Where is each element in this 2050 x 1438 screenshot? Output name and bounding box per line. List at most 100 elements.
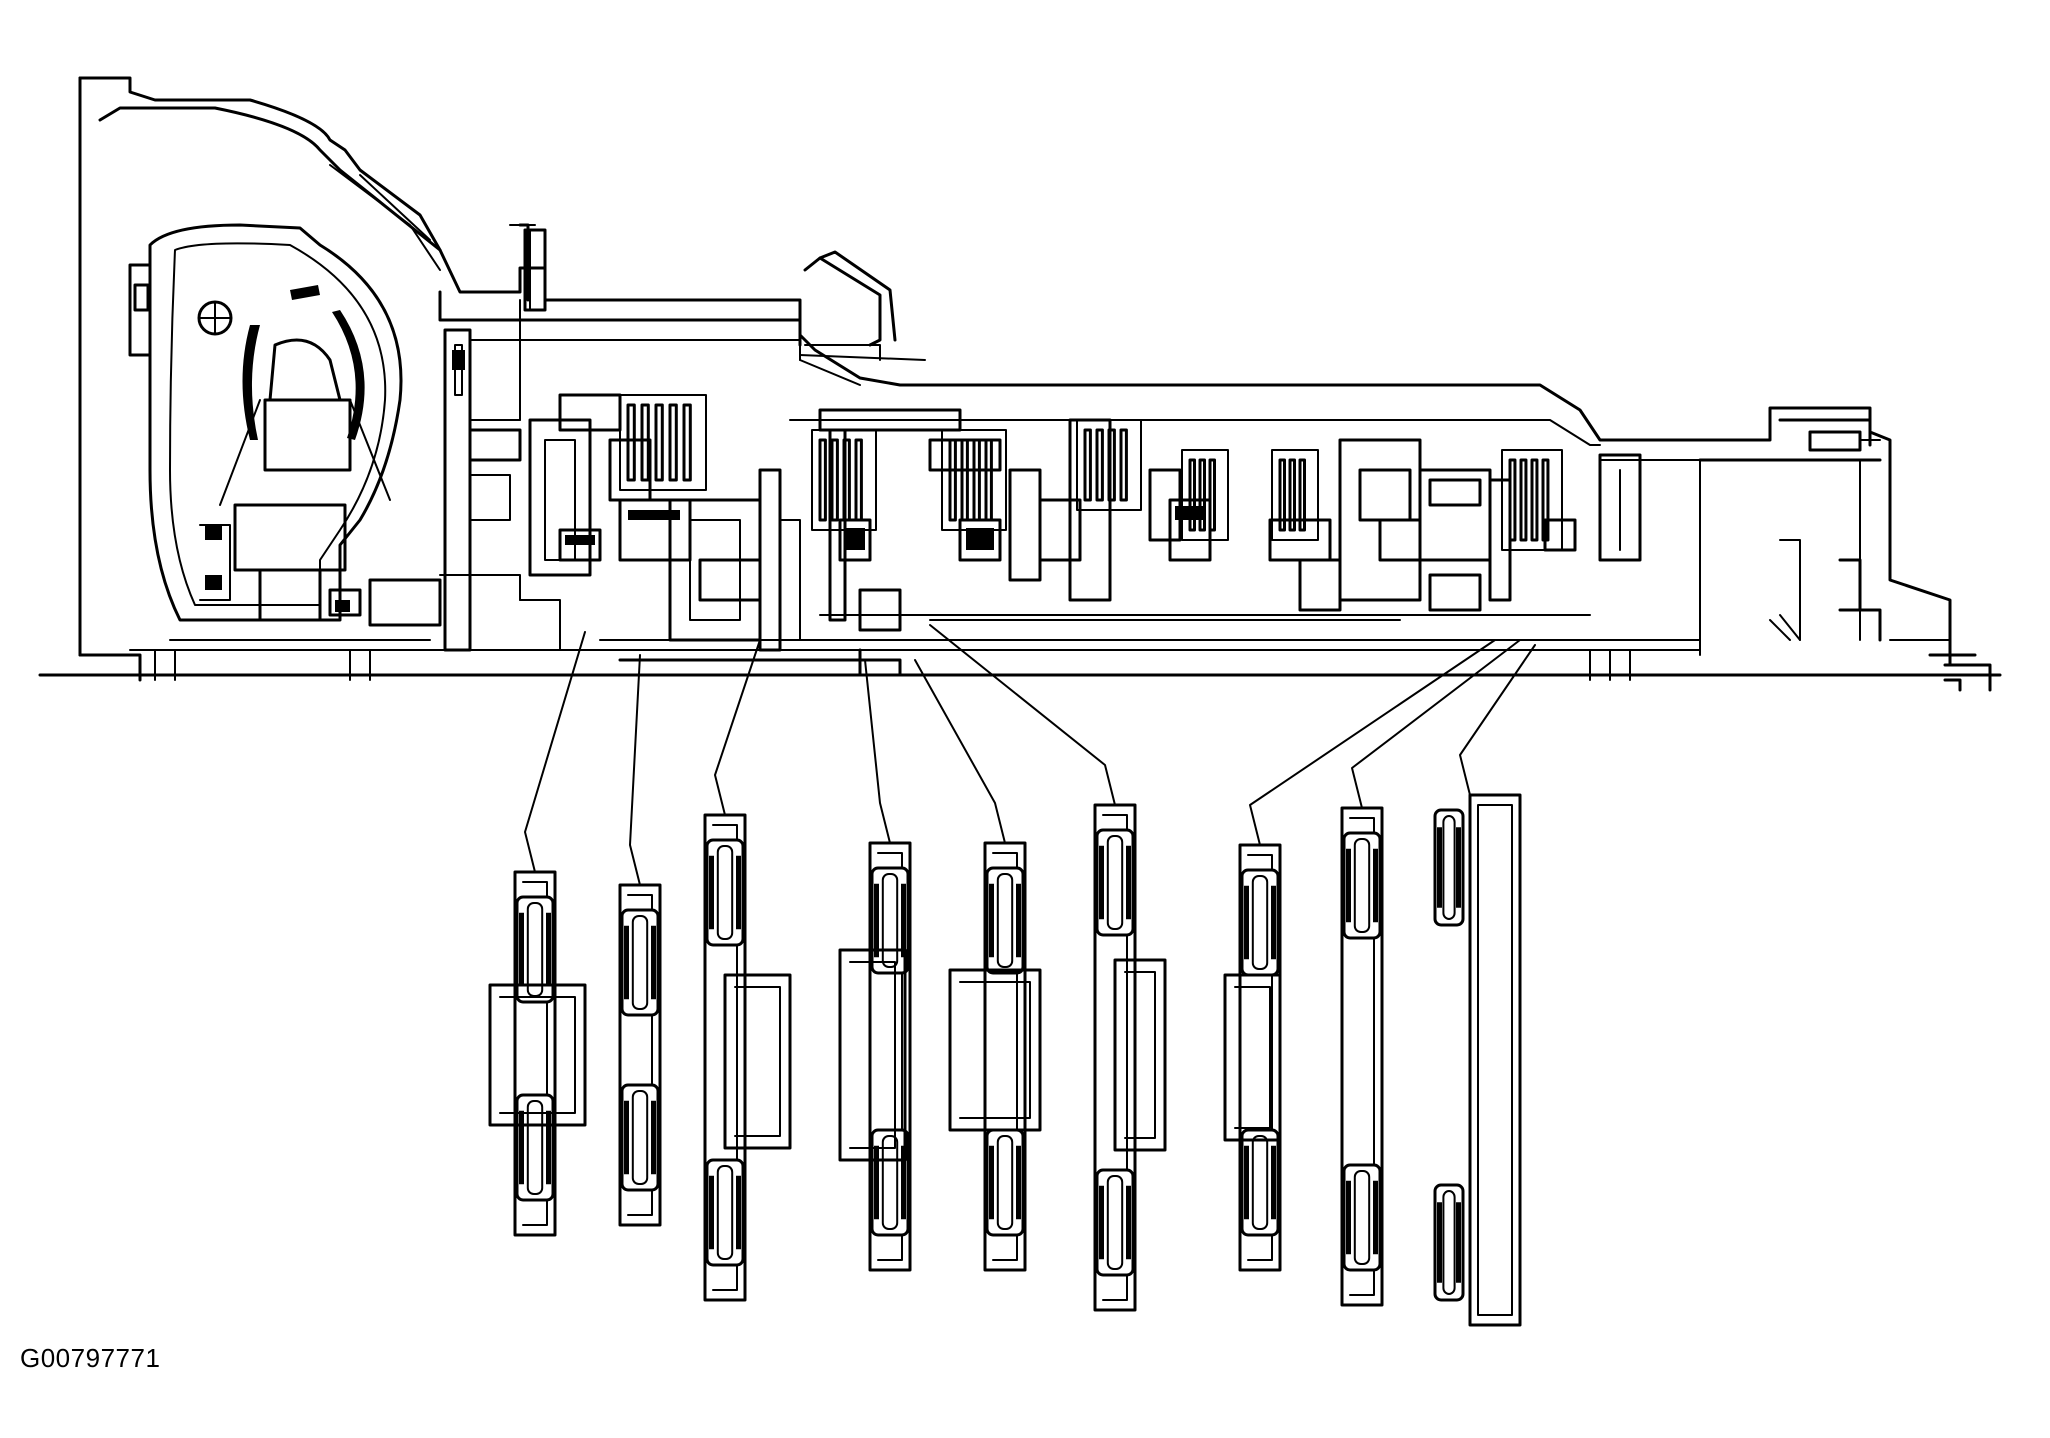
bearing-hub: [838, 948, 907, 1162]
bearing-callout-7: [1223, 843, 1282, 1272]
bearing-roller: [996, 873, 1014, 968]
bearing-roller: [631, 915, 649, 1010]
outer-race: [1093, 803, 1137, 1312]
leader-line-6: [929, 624, 1116, 806]
bearing-race: [705, 1158, 745, 1267]
clutch-plate: [668, 403, 678, 482]
linkage-top: [509, 223, 926, 361]
bearing-callout-3: [703, 813, 792, 1302]
bearing-race: [870, 866, 910, 975]
clutch-plate: [1119, 428, 1128, 502]
clutch-plate: [960, 438, 969, 522]
bearing-race: [985, 866, 1025, 975]
clutch-plate: [1278, 458, 1286, 532]
bearing-roller: [1442, 815, 1456, 920]
bearing-callout-4: [838, 841, 912, 1272]
bearing-race: [1342, 831, 1382, 940]
outer-race: [983, 841, 1027, 1272]
bearing-race: [1095, 1168, 1135, 1277]
bearing-roller: [1106, 835, 1124, 930]
bearing-roller: [1251, 875, 1269, 970]
outer-race: [1340, 806, 1384, 1307]
clutch-plate: [1298, 458, 1306, 532]
outer-race: [618, 883, 662, 1227]
leader-lines: [524, 624, 1536, 886]
leader-line-3: [714, 639, 761, 816]
bearing-roller: [1442, 1190, 1456, 1295]
leader-line-9: [1459, 644, 1536, 796]
leader-line-1: [524, 631, 586, 873]
pump-section: [368, 228, 561, 652]
bearing-race: [1240, 1128, 1280, 1237]
clutch-plate: [1198, 458, 1206, 532]
leader-line-2: [629, 654, 641, 886]
bearing-hub: [488, 983, 587, 1127]
bearing-roller: [716, 845, 734, 940]
clutch-plate: [1288, 458, 1296, 532]
clutch-pack-5: [1181, 449, 1229, 541]
bearing-race: [515, 1093, 555, 1202]
outer-race: [703, 813, 747, 1302]
main-shaft: [38, 614, 2002, 681]
bearing-roller: [1353, 838, 1371, 933]
bearing-roller: [631, 1090, 649, 1185]
bearing-race: [705, 838, 745, 947]
bearing-race: [870, 1128, 910, 1237]
bearing-roller: [1106, 1175, 1124, 1270]
bearing-race: [515, 895, 555, 1004]
clutch-plate: [1208, 458, 1216, 532]
clutch-pack-3: [941, 429, 1007, 531]
leader-line-5: [914, 659, 1006, 844]
bearing-roller: [881, 873, 899, 968]
clutch-plate: [854, 438, 863, 522]
bearing-roller: [526, 1100, 544, 1195]
outer-race: [868, 841, 912, 1272]
leader-line-7: [1249, 639, 1496, 846]
leader-line-8: [1351, 639, 1521, 809]
bearing-roller: [716, 1165, 734, 1260]
bearing-hub: [948, 968, 1042, 1132]
clutch-plate: [640, 403, 650, 482]
bearing-roller: [996, 1135, 1014, 1230]
bearing-roller: [1251, 1135, 1269, 1230]
clutch-plate: [818, 438, 827, 522]
clutch-plate: [1530, 458, 1539, 542]
clutch-plate: [1083, 428, 1092, 502]
thrust-plate: [1468, 793, 1522, 1327]
bearing-callouts: [488, 793, 1522, 1327]
clutch-plate: [682, 403, 692, 482]
clutch-plate: [830, 438, 839, 522]
clutch-pack-6: [1271, 449, 1319, 541]
bearing-hub: [723, 973, 792, 1150]
bearing-callout-5: [948, 841, 1042, 1272]
clutch-plate: [948, 438, 957, 522]
bearing-callout-6: [1093, 803, 1167, 1312]
output-tail: [1698, 418, 1992, 692]
clutch-plate: [654, 403, 664, 482]
bearing-callout-1: [488, 870, 587, 1237]
clutch-pack-1: [619, 394, 707, 491]
bearing-roller: [1353, 1170, 1371, 1265]
bearing-race: [1342, 1163, 1382, 1272]
bearing-callout-2: [618, 883, 662, 1227]
clutch-plate: [1188, 458, 1196, 532]
bearing-race: [620, 1083, 660, 1192]
bearing-callout-9: [1433, 793, 1522, 1327]
torque-converter: [128, 223, 403, 622]
clutch-plate: [1095, 428, 1104, 502]
clutch-plate: [984, 438, 993, 522]
bearing-hub: [1223, 973, 1282, 1142]
clutch-plate: [1519, 458, 1528, 542]
figure-id-label: G00797771: [20, 1343, 161, 1373]
bearing-callout-8: [1340, 806, 1384, 1307]
bearing-race: [1095, 828, 1135, 937]
bearing-hub: [1113, 958, 1167, 1152]
bearing-race: [620, 908, 660, 1017]
leader-line-4: [864, 659, 891, 844]
clutch-plate: [972, 438, 981, 522]
bearing-roller: [881, 1135, 899, 1230]
planetary-sets: [528, 393, 1642, 652]
clutch-plate: [626, 403, 636, 482]
